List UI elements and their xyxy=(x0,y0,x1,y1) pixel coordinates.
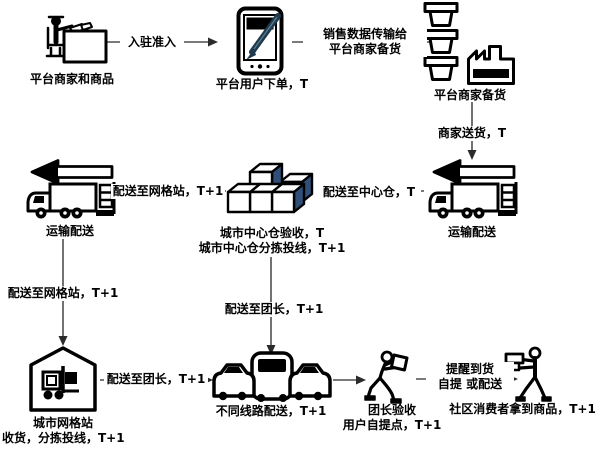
truck-with-left-arrow-icon xyxy=(428,159,518,219)
warehouse-forklift-icon xyxy=(29,346,97,412)
sales-label-line1: 销售数据传输给 xyxy=(322,27,407,41)
isometric-boxes-icon xyxy=(226,162,314,214)
person-at-desk-icon xyxy=(45,15,108,64)
consumer-node-label: 社区消费者拿到商品，T+1 xyxy=(449,402,596,416)
edge-to-leader-from-hub-label: 配送至团长，T+1 xyxy=(222,302,326,317)
grid-label-line1: 城市网格站 xyxy=(32,416,93,430)
factory-icon xyxy=(467,45,515,85)
edge-to-grid-horizontal-label: 配送至网格站，T+1 xyxy=(111,184,225,199)
stacked-bins-icon xyxy=(423,2,459,81)
notify-label-line1: 提醒到货 xyxy=(445,362,494,376)
edge-sales-data-label: 销售数据传输给 平台商家备货 xyxy=(303,27,427,57)
grid-station-node-label: 城市网格站 收货，分拣投线，T+1 xyxy=(2,416,125,446)
notify-label-line2: 自提 或配送 xyxy=(437,377,503,391)
merchant-stock-node-label: 平台商家备货 xyxy=(433,88,506,102)
car-left xyxy=(212,363,256,401)
edge-to-leader-from-grid-label: 配送至团长，T+1 xyxy=(104,372,208,387)
hub-label-line1: 城市中心仓验收，T xyxy=(219,226,325,240)
edge-cars-to-leader-arrow xyxy=(333,375,366,385)
edge-onboard-label: 入驻准入 xyxy=(120,35,184,50)
routes-node-label: 不同线路配送，T+1 xyxy=(215,404,327,418)
transport-left-node-label: 运输配送 xyxy=(45,224,94,238)
leader-node-label: 团长验收 用户自提点，T+1 xyxy=(337,403,447,433)
grid-label-line2: 收货，分拣投线，T+1 xyxy=(2,431,125,445)
leader-label-line2: 用户自提点，T+1 xyxy=(342,418,442,432)
car-right xyxy=(288,363,332,401)
leader-label-line1: 团长验收 xyxy=(367,403,416,417)
edge-to-grid-vertical-label: 配送至网格站，T+1 xyxy=(6,286,120,301)
edge-to-hub-label: 配送至中心仓，T xyxy=(317,185,421,200)
user-order-node-label: 平台用户下单，T xyxy=(215,77,309,91)
edge-merchant-ship-label: 商家送货，T xyxy=(424,126,520,141)
three-vehicles-icon xyxy=(212,351,332,402)
edge-to-leader-from-hub-arrow xyxy=(266,257,276,355)
merchant-node-label: 平台商家和商品 xyxy=(29,72,114,86)
transport-right-node-label: 运输配送 xyxy=(447,225,496,239)
truck-with-left-arrow-icon xyxy=(26,159,116,219)
person-carrying-box-icon xyxy=(364,350,409,404)
smartphone-stylus-icon xyxy=(236,6,284,76)
sales-label-line2: 平台商家备货 xyxy=(328,42,401,56)
hub-node-label: 城市中心仓验收，T 城市中心仓分拣投线，T+1 xyxy=(187,226,357,256)
edge-notify-label: 提醒到货 自提 或配送 xyxy=(426,362,514,392)
hub-label-line2: 城市中心仓分拣投线，T+1 xyxy=(198,241,346,255)
